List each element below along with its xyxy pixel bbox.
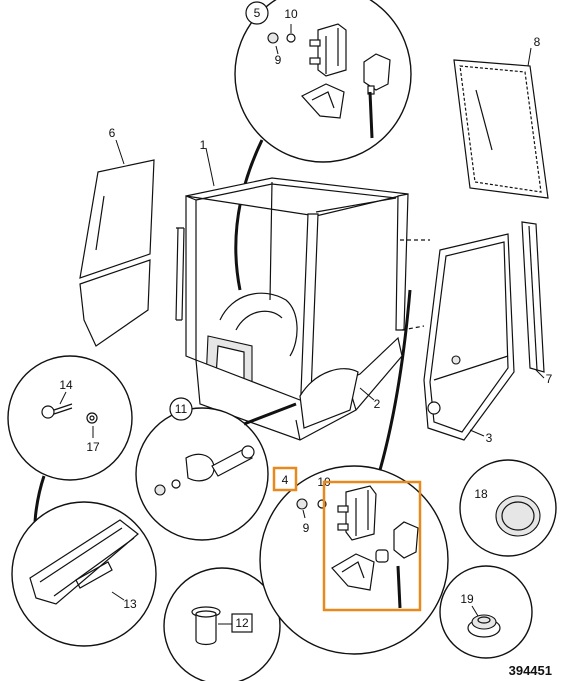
callout-17: 17 [86, 440, 100, 454]
callout-10-top: 10 [284, 7, 298, 21]
detail-circle-12: 12 [163, 567, 281, 681]
detail-circle-13: 13 [11, 501, 157, 647]
callout-12-box [231, 613, 253, 633]
callout-7: 7 [546, 372, 553, 386]
highlight-box [322, 480, 422, 612]
callout-11: 11 [175, 402, 188, 416]
callout-9-bottom: 9 [303, 521, 310, 535]
highlighted-hinge-parts [331, 485, 419, 609]
rear-window-7: 7 [521, 221, 553, 386]
callout-18: 18 [474, 487, 488, 501]
callout-8: 8 [534, 35, 541, 49]
drawing-number: 394451 [509, 663, 552, 678]
nut-9-top [267, 32, 279, 44]
callout-9-top: 9 [275, 53, 282, 67]
detail-circle-18: 18 [459, 459, 557, 557]
side-window-6: 6 [79, 126, 155, 347]
hinge-bracket-drawing [309, 23, 347, 77]
callout-2: 2 [374, 397, 381, 411]
hinge-plate-drawing [301, 83, 345, 119]
callout-12: 12 [235, 616, 249, 630]
callout-4: 4 [282, 473, 289, 487]
grommet-19-drawing [467, 614, 501, 638]
door-3: 3 [423, 233, 515, 445]
hinge-half-drawing [363, 53, 391, 139]
leader-circle5-to-cab [234, 139, 264, 291]
washer-10-top [286, 33, 296, 43]
callout-4-box [272, 466, 298, 492]
callout-3: 3 [486, 431, 493, 445]
callout-5: 5 [254, 6, 261, 20]
bush-12-drawing [191, 606, 221, 646]
detail-circle-4: 9 10 4 [259, 465, 449, 655]
callout-11-circle [169, 397, 193, 421]
door-glass-8: 8 [453, 35, 549, 199]
callout-6: 6 [109, 126, 116, 140]
callout-14: 14 [59, 378, 73, 392]
detail-circle-14-17: 14 17 [7, 355, 133, 481]
leader-circle4-to-cab [378, 289, 412, 471]
detail-circle-11: 11 [135, 397, 297, 541]
callout-5-circle [245, 1, 269, 25]
cab-frame-1: 1 2 [175, 138, 430, 441]
callout-13: 13 [123, 597, 137, 611]
callout-19: 19 [460, 592, 474, 606]
clamp-pin-drawing [154, 445, 255, 496]
callout-1: 1 [200, 138, 207, 152]
washer-17-drawing [86, 412, 98, 424]
nut-9-bottom [296, 498, 308, 510]
detail-circle-19: 19 [439, 565, 533, 659]
screw-14-drawing [41, 403, 73, 419]
detail-circle-5: 5 10 9 [234, 0, 412, 163]
